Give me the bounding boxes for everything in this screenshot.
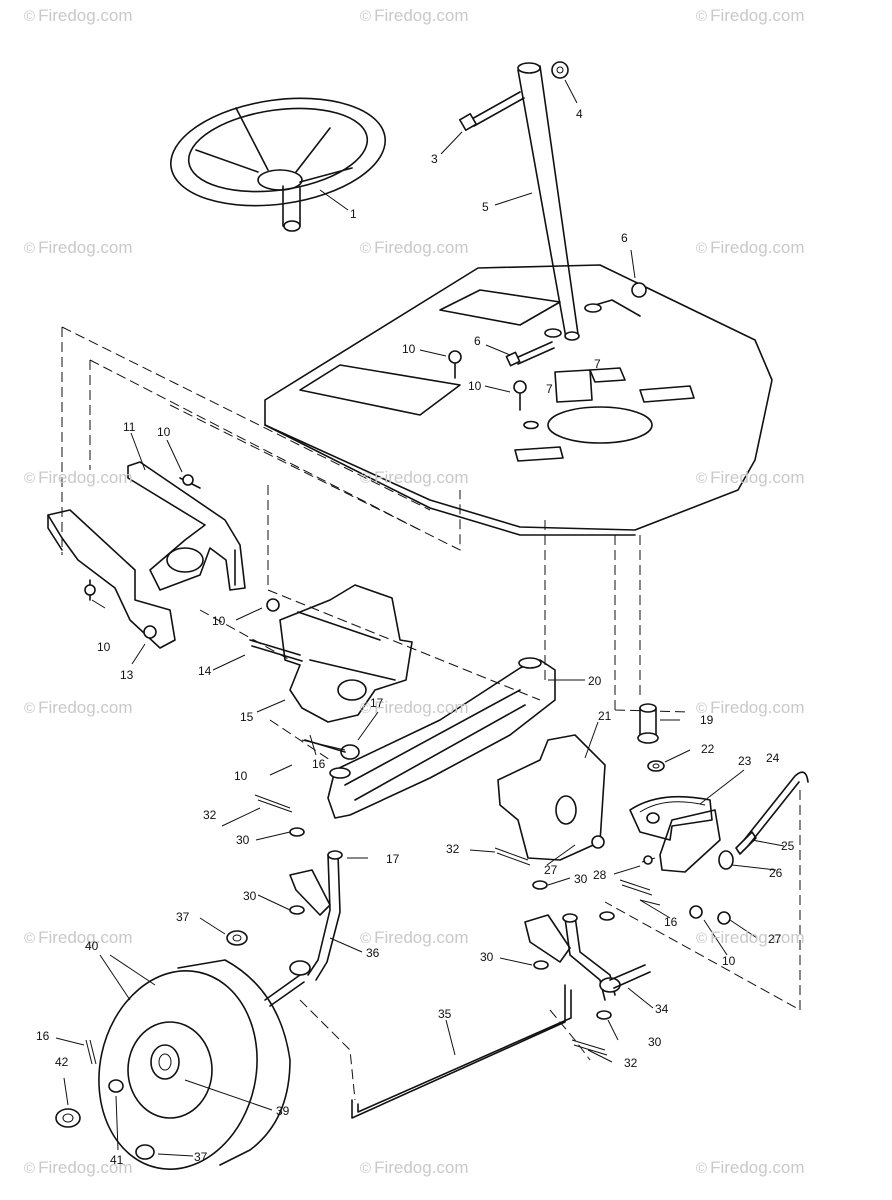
callout-3: 3 — [431, 152, 438, 166]
callout-4: 4 — [576, 107, 583, 121]
watermark: ©Firedog.com — [696, 1158, 805, 1177]
callout-16: 16 — [664, 915, 678, 929]
callout-10: 10 — [234, 769, 248, 783]
callout-22: 22 — [701, 742, 715, 756]
watermark: ©Firedog.com — [696, 928, 805, 947]
callout-6: 6 — [474, 334, 481, 348]
watermark: ©Firedog.com — [360, 468, 469, 487]
callout-10: 10 — [468, 379, 482, 393]
bracket-15 — [249, 584, 413, 723]
callout-7: 7 — [594, 357, 601, 371]
callout-26: 26 — [769, 866, 783, 880]
watermark: ©Firedog.com — [24, 698, 133, 717]
callout-37: 37 — [176, 910, 190, 924]
callout-27: 27 — [544, 863, 558, 877]
bolt-3 — [459, 91, 525, 131]
right-spindle-34 — [524, 913, 651, 1001]
callout-30: 30 — [480, 950, 494, 964]
callout-10: 10 — [212, 614, 226, 628]
watermark: ©Firedog.com — [360, 6, 469, 25]
callout-25: 25 — [781, 839, 795, 853]
callout-27: 27 — [768, 932, 782, 946]
callout-23: 23 — [738, 754, 752, 768]
callout-6: 6 — [621, 231, 628, 245]
bracket-21 — [497, 734, 606, 861]
pin-16 — [85, 1039, 97, 1065]
callout-10: 10 — [722, 954, 736, 968]
callout-16: 16 — [312, 757, 326, 771]
callout-13: 13 — [120, 668, 134, 682]
small-hardware — [254, 739, 731, 1056]
leader-lines — [55, 79, 785, 1157]
callout-37: 37 — [194, 1150, 208, 1164]
callout-14: 14 — [198, 664, 212, 678]
watermark: ©Firedog.com — [696, 238, 805, 257]
cap-42 — [55, 1108, 81, 1128]
callout-32: 32 — [203, 808, 217, 822]
callout-34: 34 — [655, 1002, 669, 1016]
wheel-bushing-37-top — [226, 930, 248, 946]
front-wheel-40 — [98, 959, 291, 1170]
callout-7: 7 — [546, 382, 553, 396]
watermark: ©Firedog.com — [24, 468, 133, 487]
steering-wheel — [170, 97, 386, 232]
callout-30: 30 — [648, 1035, 662, 1049]
watermark: ©Firedog.com — [360, 1158, 469, 1177]
drag-link-24 — [718, 771, 809, 870]
steering-gear-23 — [629, 795, 721, 873]
callout-42: 42 — [55, 1055, 69, 1069]
tie-rod-35 — [351, 984, 572, 1119]
callout-30: 30 — [243, 889, 257, 903]
mount-bracket-13 — [47, 509, 176, 649]
watermark: ©Firedog.com — [696, 468, 805, 487]
callout-41: 41 — [110, 1153, 124, 1167]
bushing-22 — [647, 760, 665, 772]
callout-15: 15 — [240, 710, 254, 724]
wheel-bushing-37-bottom — [135, 1144, 155, 1160]
watermark: ©Firedog.com — [360, 928, 469, 947]
callout-19: 19 — [700, 713, 714, 727]
callout-20: 20 — [588, 674, 602, 688]
callout-10: 10 — [97, 640, 111, 654]
callout-35: 35 — [438, 1007, 452, 1021]
watermark: ©Firedog.com — [24, 6, 133, 25]
watermark: ©Firedog.com — [360, 238, 469, 257]
callout-16: 16 — [36, 1029, 50, 1043]
callout-28: 28 — [593, 868, 607, 882]
callout-10: 10 — [402, 342, 416, 356]
callout-21: 21 — [598, 709, 612, 723]
callout-30: 30 — [574, 872, 588, 886]
callout-11: 11 — [123, 420, 136, 434]
callout-10: 10 — [157, 425, 171, 439]
watermark: ©Firedog.com — [24, 238, 133, 257]
callout-24: 24 — [766, 751, 780, 765]
dash-fasteners — [448, 282, 647, 411]
pinion-19 — [637, 703, 659, 744]
callout-36: 36 — [366, 946, 380, 960]
callout-17: 17 — [386, 852, 400, 866]
dash-panel — [264, 264, 773, 536]
callout-32: 32 — [446, 842, 460, 856]
callout-5: 5 — [482, 200, 489, 214]
support-bracket-11 — [127, 461, 246, 591]
washer-41 — [108, 1079, 124, 1093]
callout-40: 40 — [85, 939, 99, 953]
phantom-lines — [61, 326, 801, 1101]
callout-1: 1 — [350, 207, 357, 221]
steering-shaft — [517, 62, 580, 341]
callout-17: 17 — [370, 696, 384, 710]
watermark: ©Firedog.com — [696, 698, 805, 717]
left-spindle-36 — [264, 850, 343, 1007]
watermark: ©Firedog.com — [360, 698, 469, 717]
watermark: ©Firedog.com — [24, 928, 133, 947]
watermark: ©Firedog.com — [696, 6, 805, 25]
callout-32: 32 — [624, 1056, 638, 1070]
callout-30: 30 — [236, 833, 250, 847]
nut-4 — [551, 61, 569, 79]
callout-39: 39 — [276, 1104, 290, 1118]
watermark: ©Firedog.com — [24, 1158, 133, 1177]
